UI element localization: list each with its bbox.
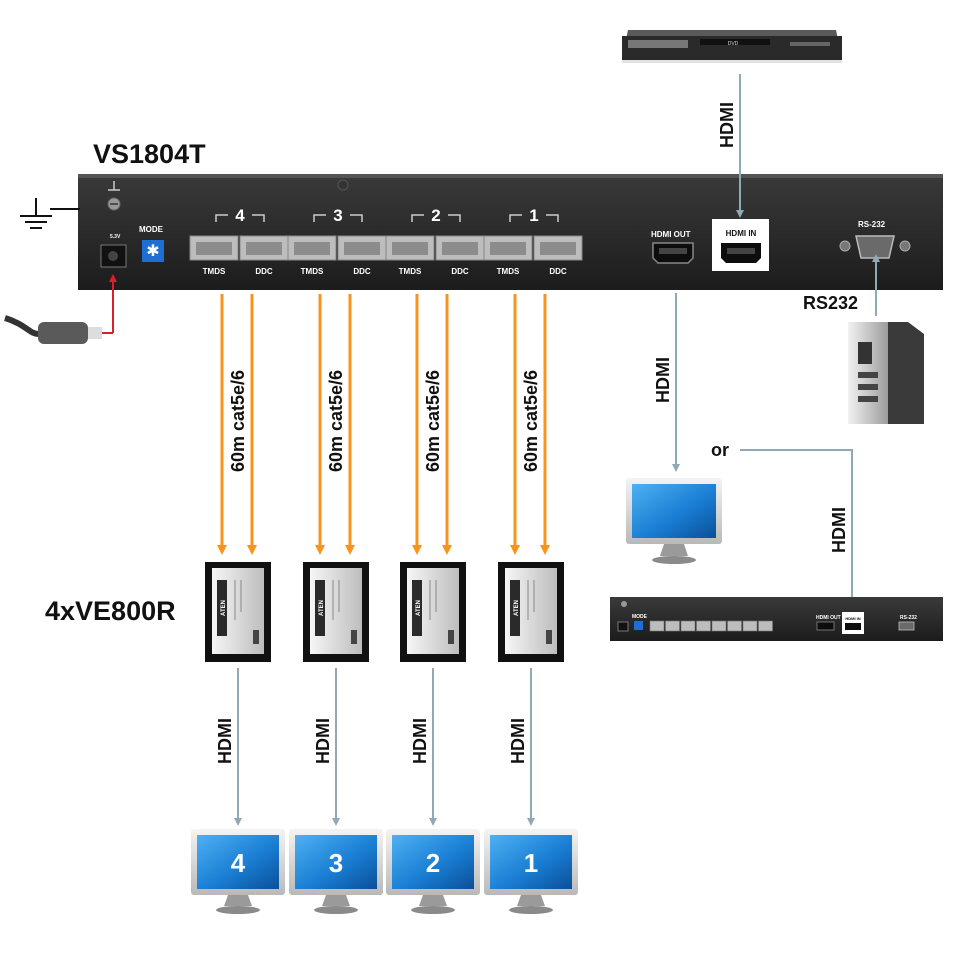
tmds-label-4: TMDS — [203, 267, 226, 276]
port-number-1: 1 — [529, 206, 538, 225]
display-monitor-2: 2 — [386, 829, 480, 914]
ve800r-receiver-4: ATEN — [205, 562, 271, 662]
cat-cable-label: 60m cat5e/6 — [423, 370, 443, 472]
rs232-port — [855, 235, 895, 259]
power-jack — [108, 251, 118, 261]
hdmi-display-label: HDMI — [410, 718, 430, 764]
ground-terminal-icon — [107, 181, 121, 211]
dvd-badge: DVD — [728, 41, 739, 47]
port-number-3: 3 — [333, 206, 342, 225]
receiver-brand: ATEN — [514, 600, 520, 616]
dvd-player: DVD — [622, 30, 842, 63]
ve800r-receiver-2: ATEN — [400, 562, 466, 662]
cascade-port — [680, 620, 696, 632]
tmds-label-1: TMDS — [497, 267, 520, 276]
display-monitor-1: 1 — [484, 829, 578, 914]
ddc-label-1: DDC — [549, 267, 567, 276]
cascade-port — [649, 620, 665, 632]
ve800r-receiver-1: ATEN — [498, 562, 564, 662]
switch-model-label: VS1804T — [93, 139, 206, 169]
cascaded-switch: MODE HDMI OUT HDMI IN RS-232 — [610, 597, 943, 641]
or-label: or — [711, 440, 729, 460]
cascade-rs232-label: RS-232 — [900, 615, 917, 621]
ddc-label-2: DDC — [451, 267, 469, 276]
ddc-label-3: DDC — [353, 267, 371, 276]
hdmi-display-label: HDMI — [215, 718, 235, 764]
rs232-label: RS-232 — [858, 220, 886, 229]
hdmi-out-label: HDMI OUT — [651, 230, 691, 239]
port-number-2: 2 — [431, 206, 440, 225]
receiver-brand: ATEN — [221, 600, 227, 616]
cascade-mode-label: MODE — [632, 614, 648, 620]
cat-cable-label: 60m cat5e/6 — [326, 370, 346, 472]
cascade-port — [711, 620, 727, 632]
cascade-hdmi-in-label: HDMI IN — [845, 616, 860, 621]
receiver-brand: ATEN — [416, 600, 422, 616]
cascade-port — [665, 620, 680, 632]
hdmi-source-label: HDMI — [717, 102, 737, 148]
cascade-port — [696, 620, 711, 632]
receiver-brand: ATEN — [319, 600, 325, 616]
hdmi-cascade-cable — [740, 449, 856, 612]
control-pc — [848, 322, 924, 424]
local-monitor — [626, 478, 722, 564]
rs232-cable-label: RS232 — [803, 293, 858, 313]
power-label: 5.3V — [110, 234, 121, 240]
hdmi-out-cable-label: HDMI — [653, 357, 673, 403]
mode-label: MODE — [139, 225, 164, 234]
monitor-number: 4 — [231, 848, 246, 878]
port-number-4: 4 — [235, 206, 245, 225]
display-monitor-4: 4 — [191, 829, 285, 914]
cat-cable-label: 60m cat5e/6 — [228, 370, 248, 472]
receivers-label: 4xVE800R — [45, 596, 176, 626]
monitor-number: 3 — [329, 848, 343, 878]
cascade-port — [727, 620, 742, 632]
ve800r-receiver-3: ATEN — [303, 562, 369, 662]
tmds-label-2: TMDS — [399, 267, 422, 276]
cascade-hdmi-out-label: HDMI OUT — [816, 615, 841, 621]
cascade-port — [758, 620, 773, 632]
cascade-port — [742, 620, 758, 632]
power-adapter-plug — [4, 274, 117, 344]
monitor-number: 2 — [426, 848, 440, 878]
hdmi-cascade-label: HDMI — [829, 507, 849, 553]
hdmi-in-label: HDMI IN — [726, 229, 757, 238]
hdmi-display-label: HDMI — [313, 718, 333, 764]
mode-dial-icon: ✱ — [146, 243, 159, 260]
ground-icon — [20, 198, 80, 229]
monitor-number: 1 — [524, 848, 538, 878]
tmds-label-3: TMDS — [301, 267, 324, 276]
cat-cable-label: 60m cat5e/6 — [521, 370, 541, 472]
display-monitor-3: 3 — [289, 829, 383, 914]
ddc-label-4: DDC — [255, 267, 273, 276]
hdmi-display-label: HDMI — [508, 718, 528, 764]
